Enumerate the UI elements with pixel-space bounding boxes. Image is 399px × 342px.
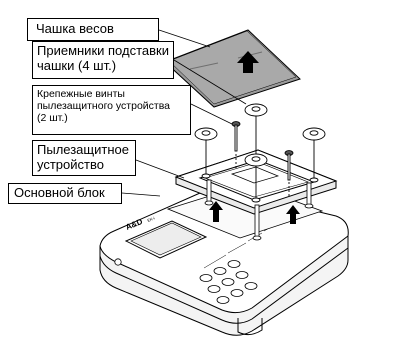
key-2: [213, 267, 227, 275]
main-unit-label-text: Основной блок: [14, 185, 105, 200]
pan-receivers: [194, 103, 326, 203]
fixing-screws-label-line-1: Крепежные винты: [37, 88, 125, 100]
main-unit-label: Основной блок: [8, 183, 122, 204]
up-arrow-icon: [209, 201, 223, 222]
key-5: [221, 278, 235, 286]
display-window: [124, 220, 208, 259]
key-4: [207, 285, 221, 293]
key-7: [216, 296, 230, 304]
fixing-screw-right: [284, 150, 294, 196]
key-8: [230, 289, 244, 297]
keypad: [199, 260, 258, 304]
fixing-screws-label-line-2: пылезащитного устройства: [37, 99, 171, 112]
up-arrow-icon: [286, 205, 300, 224]
windshield-label-line-2: устройство: [37, 156, 104, 172]
windshield-label-line-1: Пылезащитное: [37, 142, 129, 157]
fixing-screw-left: [231, 121, 241, 168]
windshield-label: Пылезащитное устройство: [32, 140, 136, 176]
fixing-screws: [231, 121, 294, 196]
fixing-screws-label: Крепежные винты пылезащитного устройства…: [32, 85, 191, 135]
key-9: [244, 282, 258, 290]
pan-receiver-center: [244, 153, 268, 203]
pan-label-text: Чашка весов: [36, 21, 114, 36]
pan-receivers-label: Приемники подставки чашки (4 шт.): [32, 41, 174, 79]
pan-receivers-label-line-2: чашки (4 шт.): [37, 57, 117, 73]
key-6: [235, 271, 249, 279]
pan-label: Чашка весов: [27, 18, 159, 41]
key-1: [199, 274, 213, 282]
pan-receiver-front-left: [194, 127, 218, 179]
weighing-pan: [164, 29, 301, 108]
support-posts: [204, 179, 314, 241]
leader-lines: [121, 29, 247, 197]
svg-text:EK-i: EK-i: [147, 215, 156, 223]
assembly-arrows: [209, 201, 300, 224]
key-3: [227, 260, 241, 268]
fixing-screws-label-line-3: (2 шт.): [37, 111, 68, 124]
pan-receivers-label-line-1: Приемники подставки: [37, 43, 169, 58]
pan-receiver-right: [302, 127, 326, 183]
up-arrow-icon: [237, 51, 259, 73]
power-indicator: [114, 258, 122, 266]
